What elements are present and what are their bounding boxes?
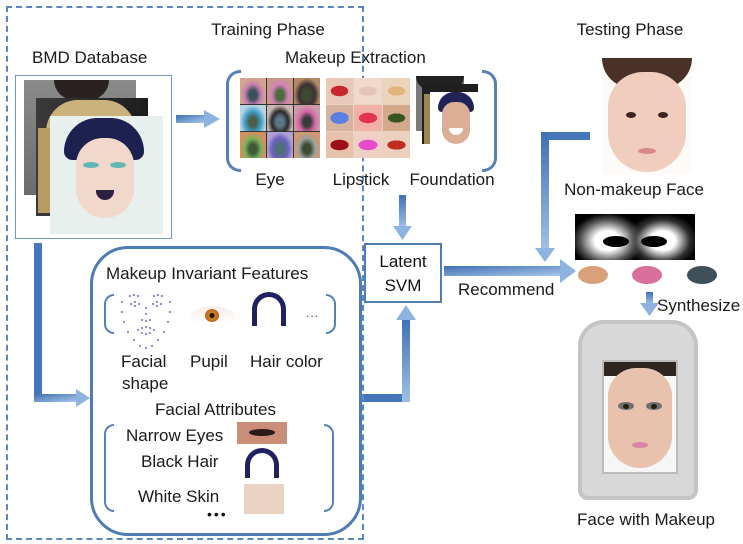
- narrow-eyes-image: [237, 422, 287, 444]
- pupil-label: Pupil: [190, 352, 228, 371]
- hair-color-label: Hair color: [250, 352, 323, 371]
- arrow-face-to-mask: [535, 132, 590, 262]
- arrow-svm-to-recommend: [444, 259, 576, 283]
- color-swatch-lipstick: [632, 266, 662, 284]
- recommend-label: Recommend: [458, 280, 555, 299]
- makeup-extraction-label: Makeup Extraction: [285, 48, 426, 67]
- facial-shape-label-2: shape: [122, 374, 169, 393]
- bmd-database-images: [15, 75, 172, 239]
- facial-attributes-label: Facial Attributes: [155, 400, 276, 419]
- black-hair-label: Black Hair: [141, 452, 219, 471]
- color-swatch-eyeshadow: [687, 266, 717, 284]
- color-swatch-foundation: [578, 266, 608, 284]
- black-hair-image: [245, 448, 279, 478]
- synthesize-label: Synthesize: [657, 296, 741, 315]
- hair-color-icon: [252, 292, 286, 326]
- bmd-database-label: BMD Database: [32, 48, 148, 67]
- arrow-bmd-to-features: [34, 243, 90, 407]
- face-with-makeup-label: Face with Makeup: [577, 510, 715, 529]
- non-makeup-face-image: [602, 58, 692, 174]
- eye-mask-image: [575, 214, 695, 260]
- arrow-bmd-to-extraction: [176, 110, 220, 128]
- bracket-right: [324, 424, 334, 512]
- white-skin-label: White Skin: [138, 487, 220, 506]
- face-with-makeup-image: [602, 360, 678, 474]
- arrow-features-to-svm: [360, 305, 416, 402]
- lipstick-grid: [326, 78, 410, 158]
- bracket-left: [226, 70, 241, 172]
- bracket-right: [482, 70, 497, 172]
- latent-svm-node: Latent SVM: [364, 243, 442, 303]
- foundation-label: Foundation: [409, 170, 495, 189]
- non-makeup-face-label: Non-makeup Face: [564, 180, 704, 199]
- testing-phase-title: Testing Phase: [576, 20, 684, 39]
- bracket-right: [326, 294, 336, 334]
- features-container: [90, 246, 362, 536]
- features-ellipsis: ...: [306, 306, 320, 320]
- arrow-extraction-to-svm: [393, 195, 412, 240]
- foundation-images: [416, 76, 478, 162]
- facial-landmarks-icon: [121, 294, 171, 349]
- ornate-frame: [578, 320, 698, 500]
- bracket-left: [104, 294, 114, 334]
- facial-shape-label: Facial: [121, 352, 167, 371]
- training-phase-title: Training Phase: [211, 20, 325, 39]
- lipstick-label: Lipstick: [332, 170, 390, 189]
- makeup-invariant-features-label: Makeup Invariant Features: [106, 264, 309, 283]
- narrow-eyes-label: Narrow Eyes: [126, 426, 224, 445]
- latent-svm-line1: Latent: [379, 252, 427, 271]
- arrow-synthesize: [640, 292, 659, 316]
- eye-label: Eye: [255, 170, 285, 189]
- face-photo-front: [50, 116, 163, 234]
- eye-makeup-grid: [240, 78, 320, 158]
- latent-svm-line2: SVM: [384, 276, 422, 295]
- bracket-left: [104, 424, 114, 512]
- pupil-icon: [190, 306, 236, 324]
- training-phase-container: [6, 6, 364, 540]
- attributes-ellipsis: •••: [207, 506, 228, 522]
- white-skin-swatch: [244, 484, 284, 514]
